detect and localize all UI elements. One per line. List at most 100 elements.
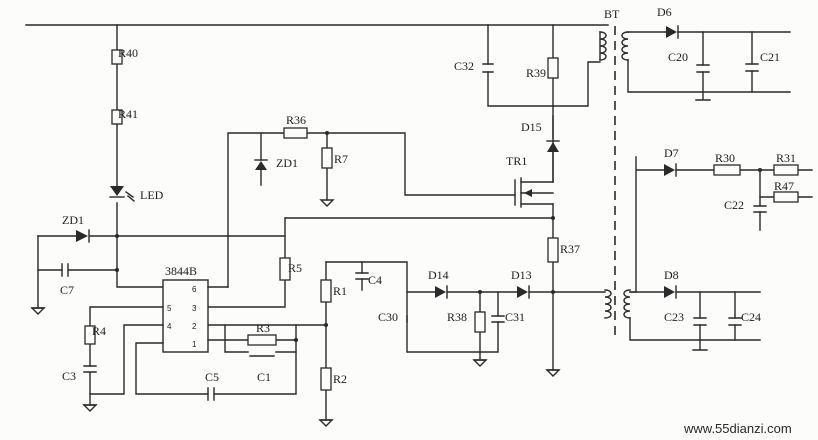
label-c4: C4 [368, 273, 382, 287]
watermark-text: www.55dianzi.com [683, 421, 792, 436]
label-d7: D7 [664, 146, 679, 160]
pin-6: 6 [192, 285, 197, 294]
ground-left [30, 307, 46, 315]
label-tr1: TR1 [506, 154, 527, 168]
label-d13: D13 [511, 268, 532, 282]
label-c30: C30 [378, 310, 398, 324]
resistor-r1 [320, 279, 332, 303]
resistor-r38 [474, 311, 486, 333]
label-c31: C31 [505, 310, 525, 324]
pin-2: 2 [192, 322, 197, 331]
pin-1: 1 [192, 340, 197, 349]
label-r3: R3 [256, 321, 270, 335]
wires-gate-drive [227, 132, 516, 288]
junction [551, 216, 555, 220]
label-r30: R30 [715, 151, 735, 165]
pin-5: 5 [167, 304, 172, 313]
junction [551, 290, 555, 294]
label-c3: C3 [62, 369, 76, 383]
ground [545, 369, 561, 377]
label-r40: R40 [118, 46, 138, 60]
wires-primary-top [482, 24, 601, 183]
label-c23: C23 [664, 310, 684, 324]
junction [115, 234, 119, 238]
label-c1: C1 [257, 370, 271, 384]
junction [758, 168, 762, 172]
label-d8: D8 [664, 268, 679, 282]
label-r41: R41 [118, 107, 138, 121]
label-r38: R38 [447, 310, 467, 324]
label-r36: R36 [286, 113, 306, 127]
resistor-r7 [321, 147, 333, 169]
ground [472, 359, 488, 367]
resistor-r3 [247, 334, 277, 346]
label-d6: D6 [657, 5, 672, 19]
resistor-r30 [713, 164, 741, 176]
pin-4: 4 [167, 322, 172, 331]
junction [294, 338, 298, 342]
label-r7: R7 [334, 152, 348, 166]
junction [115, 268, 119, 272]
resistor-r2 [320, 367, 332, 391]
resistor-r40 [111, 49, 123, 65]
pin-3: 3 [192, 304, 197, 313]
label-r31: R31 [776, 151, 796, 165]
wires-out-d7 [629, 156, 813, 293]
zener-zd1-top [254, 159, 268, 170]
label-r2: R2 [333, 372, 347, 386]
label-zd1-top: ZD1 [276, 156, 298, 170]
ground [318, 419, 334, 427]
resistor-r37 [547, 237, 559, 263]
ground [319, 199, 335, 207]
resistor-r36 [283, 127, 308, 139]
resistor-r4 [84, 325, 96, 345]
ic-3844b-body [162, 279, 209, 353]
label-r5: R5 [288, 261, 302, 275]
zener-zd1-left [76, 229, 90, 243]
label-r47: R47 [774, 179, 794, 193]
label-c20: C20 [668, 50, 688, 64]
wires-out-d8 [629, 291, 761, 351]
wires-out-d6 [627, 31, 791, 101]
ground [82, 404, 98, 412]
led-symbol [109, 186, 135, 202]
diode-d13 [517, 285, 530, 299]
resistor-r31 [773, 164, 799, 176]
resistor-r41 [111, 109, 123, 125]
label-c24: C24 [741, 310, 761, 324]
wires-aux [325, 261, 606, 361]
label-d15: D15 [521, 120, 542, 134]
label-bt: BT [604, 7, 620, 21]
resistor-r39 [547, 57, 559, 79]
label-led: LED [140, 188, 164, 202]
label-r1: R1 [333, 284, 347, 298]
label-r37: R37 [560, 242, 580, 256]
label-c32: C32 [454, 59, 474, 73]
label-r4: R4 [92, 324, 106, 338]
label-c7: C7 [60, 283, 74, 297]
resistor-r47 [773, 191, 799, 203]
label-c21: C21 [760, 50, 780, 64]
transformer-bt [599, 26, 631, 340]
diode-d7 [664, 163, 677, 177]
wires-r1-r2 [207, 261, 333, 421]
label-r39: R39 [526, 66, 546, 80]
diode-d15 [546, 140, 560, 152]
diode-d6 [666, 25, 679, 39]
wires-top [25, 24, 609, 288]
label-zd1-left: ZD1 [62, 213, 84, 227]
wires-zd1-c7 [31, 235, 286, 309]
junction [324, 323, 328, 327]
label-ic: 3844B [165, 264, 197, 278]
resistor-r5 [279, 257, 291, 281]
component-labels: BT D6 C32 C20 C21 R39 R40 R41 D15 R36 ZD… [60, 5, 796, 386]
junction [325, 131, 329, 135]
label-c5: C5 [205, 370, 219, 384]
diode-d8 [664, 285, 677, 299]
label-c22: C22 [724, 198, 744, 212]
ic-pin-numbers: 6 5 3 4 2 1 [167, 285, 197, 349]
label-d14: D14 [428, 268, 449, 282]
diode-d14 [435, 285, 448, 299]
